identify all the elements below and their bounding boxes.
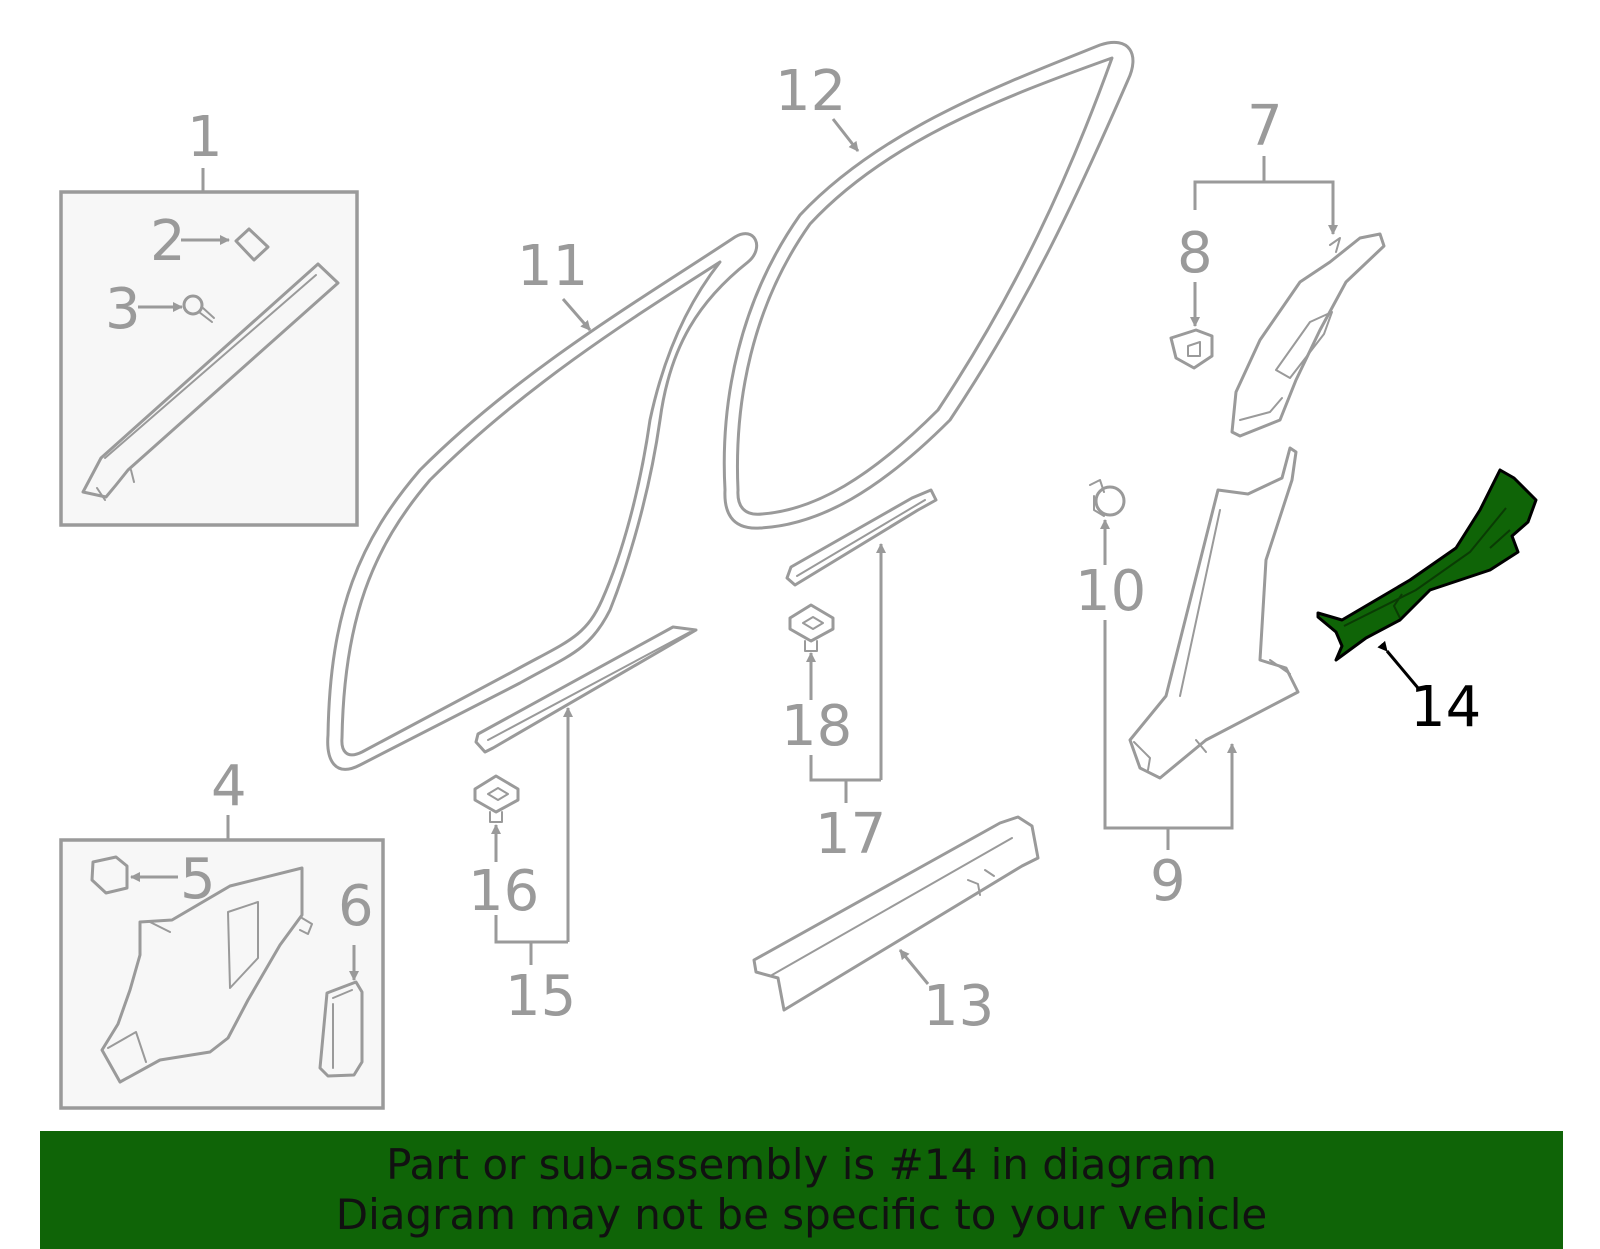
callout-11: 11 — [517, 234, 588, 299]
callout-9: 9 — [1150, 849, 1186, 914]
callout-13: 13 — [923, 974, 994, 1039]
banner-line-disclaimer: Diagram may not be specific to your vehi… — [335, 1190, 1268, 1239]
scuff-plate-part-15 — [473, 625, 698, 965]
callout-2: 2 — [150, 209, 186, 274]
callout-5: 5 — [180, 847, 216, 912]
screw-part-3 — [182, 294, 215, 323]
clip-part-10 — [1089, 479, 1126, 517]
callout-6: 6 — [338, 874, 374, 939]
banner-line-part: Part or sub-assembly is #14 in diagram — [386, 1140, 1217, 1189]
callout-17: 17 — [815, 802, 886, 867]
highlighted-part-14[interactable] — [1316, 468, 1538, 689]
callout-3: 3 — [105, 277, 141, 342]
part-group-1 — [59, 168, 359, 527]
group-box-4 — [59, 838, 385, 1110]
scuff-plate-part-17 — [785, 488, 938, 803]
callout-10: 10 — [1075, 559, 1146, 624]
callout-1: 1 — [187, 105, 223, 170]
b-pillar-upper-group — [1169, 156, 1386, 438]
clip-nut-part-18 — [788, 603, 835, 643]
callout-4: 4 — [211, 754, 247, 819]
b-pillar-lower-group — [1089, 446, 1300, 850]
b-pillar-lower-trim-part-9 — [1128, 446, 1300, 780]
sill-trim-part-13 — [752, 815, 1040, 1012]
group-box-1 — [59, 190, 359, 527]
cover-part-6 — [318, 980, 364, 1078]
clip-part-8 — [1169, 328, 1214, 370]
b-pillar-upper-trim-part-7 — [1230, 232, 1386, 438]
clip-part-5 — [90, 855, 129, 895]
part-group-4 — [59, 815, 385, 1110]
clip-nut-part-16 — [473, 774, 520, 814]
callout-15: 15 — [505, 964, 576, 1029]
weatherstrip-part-12 — [722, 40, 1135, 530]
callout-8: 8 — [1177, 221, 1213, 286]
a-pillar-trim-part-1 — [81, 262, 340, 499]
kick-panel-part-4 — [100, 866, 304, 1084]
callout-7: 7 — [1247, 94, 1283, 159]
callout-18: 18 — [781, 694, 852, 759]
weatherstrip-part-11 — [326, 232, 759, 771]
callout-16: 16 — [468, 859, 539, 924]
info-banner: Part or sub-assembly is #14 in diagram D… — [40, 1131, 1563, 1249]
callout-14: 14 — [1410, 675, 1481, 740]
callout-12: 12 — [775, 59, 846, 124]
clip-part-2 — [234, 227, 270, 262]
